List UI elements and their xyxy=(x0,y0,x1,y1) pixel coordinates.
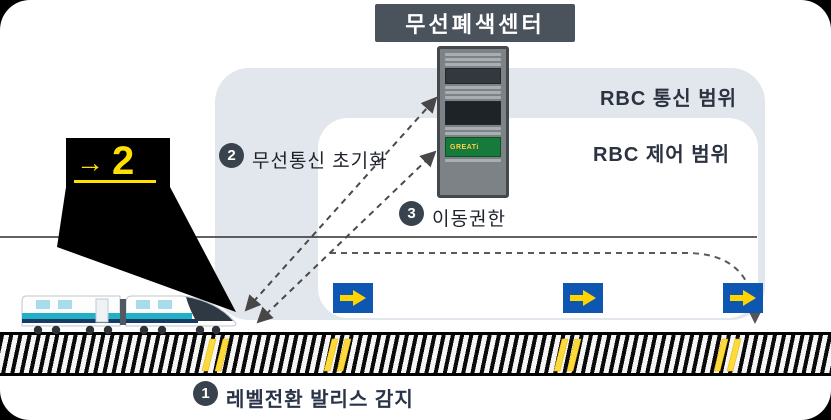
rbc-control-zone-label: RBC 제어 범위 xyxy=(592,144,730,166)
rbc-center-title: 무선폐색센터 xyxy=(375,4,575,42)
cab-signal-underline xyxy=(74,180,156,183)
rack-slat xyxy=(445,58,501,61)
cab-signal-display: → 2 xyxy=(66,138,170,188)
right-arrow-icon xyxy=(340,290,366,306)
rbc-server-rack: GREATi xyxy=(437,46,509,198)
cab-signal-arrow-icon: → xyxy=(76,147,104,178)
rack-slat xyxy=(445,127,501,130)
rack-slat xyxy=(445,91,501,94)
cab-signal-level: 2 xyxy=(112,139,135,183)
right-arrow-icon xyxy=(570,290,596,306)
step-3-badge: 3 xyxy=(399,201,424,226)
railway-track xyxy=(0,332,831,376)
step-1-label: 레벨전환 발리스 감지 xyxy=(226,389,414,411)
rack-slat xyxy=(445,132,501,135)
rack-slat xyxy=(445,96,501,99)
right-arrow-icon xyxy=(730,290,756,306)
track-direction-marker xyxy=(563,283,603,313)
track-direction-marker xyxy=(723,283,763,313)
step-2-label: 무선통신 초기화 xyxy=(252,151,388,172)
rack-slat xyxy=(445,53,501,56)
step-3-label: 이동권한 xyxy=(432,209,506,230)
rack-slat xyxy=(445,159,501,162)
rack-slat xyxy=(445,63,501,66)
track-direction-marker xyxy=(333,283,373,313)
rbc-center-title-text: 무선폐색센터 xyxy=(405,12,545,37)
step-2-badge: 2 xyxy=(219,143,244,168)
rack-green-unit: GREATi xyxy=(445,137,501,157)
rack-module xyxy=(445,68,501,84)
rack-display-module xyxy=(445,101,501,125)
rack-slat xyxy=(445,86,501,89)
rack-brand-label: GREATi xyxy=(450,143,479,151)
rbc-communication-zone-label: RBC 통신 범위 xyxy=(599,88,737,110)
step-1-badge: 1 xyxy=(193,381,218,406)
